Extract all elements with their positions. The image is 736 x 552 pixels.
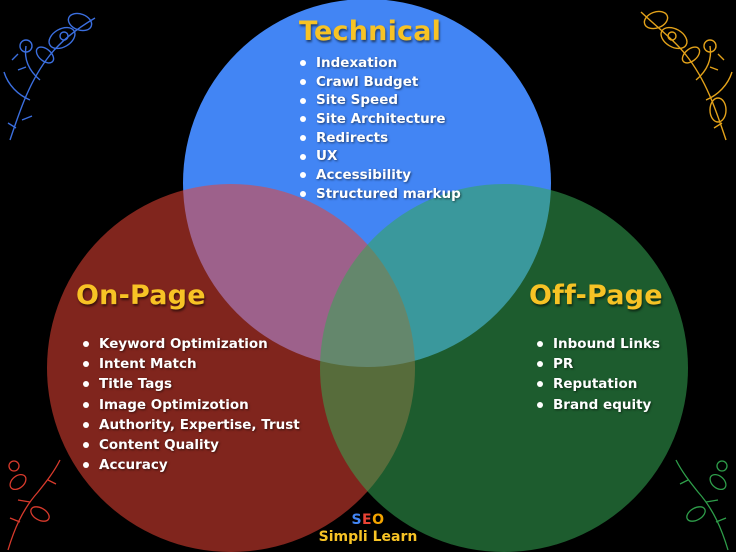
technical-item: Crawl Budget: [298, 73, 461, 92]
brand-name: Simpli Learn: [318, 529, 418, 545]
offpage-title: Off-Page: [529, 280, 663, 311]
offpage-item: Inbound Links: [535, 334, 660, 354]
technical-item: Structured markup: [298, 185, 461, 204]
onpage-item: Accuracy: [81, 455, 300, 475]
technical-item: Site Architecture: [298, 110, 461, 129]
onpage-title: On-Page: [76, 280, 206, 311]
offpage-item: PR: [535, 354, 660, 374]
technical-item: Indexation: [298, 54, 461, 73]
circle-offpage: [320, 184, 688, 552]
seo-letter-e: E: [362, 512, 373, 528]
green-flower-icon: [675, 459, 729, 551]
technical-title: Technical: [299, 16, 442, 47]
technical-item: Accessibility: [298, 166, 461, 185]
blue-flower-icon: [3, 12, 96, 141]
onpage-item: Authority, Expertise, Trust: [81, 415, 300, 435]
onpage-item: Intent Match: [81, 354, 300, 374]
offpage-item: Reputation: [535, 374, 660, 394]
seo-letter-s: S: [351, 512, 363, 528]
seo-logo: SEO: [0, 512, 736, 528]
onpage-item: Title Tags: [81, 374, 300, 394]
seo-letter-o: O: [372, 512, 385, 528]
gold-flower-icon: [640, 10, 733, 141]
technical-item: UX: [298, 147, 461, 166]
onpage-item: Keyword Optimization: [81, 334, 300, 354]
offpage-item: Brand equity: [535, 395, 660, 415]
technical-item: Redirects: [298, 129, 461, 148]
technical-item: Site Speed: [298, 91, 461, 110]
red-flower-icon: [7, 459, 61, 551]
circle-onpage: [47, 184, 415, 552]
onpage-item: Content Quality: [81, 435, 300, 455]
onpage-item: Image Optimizotion: [81, 395, 300, 415]
